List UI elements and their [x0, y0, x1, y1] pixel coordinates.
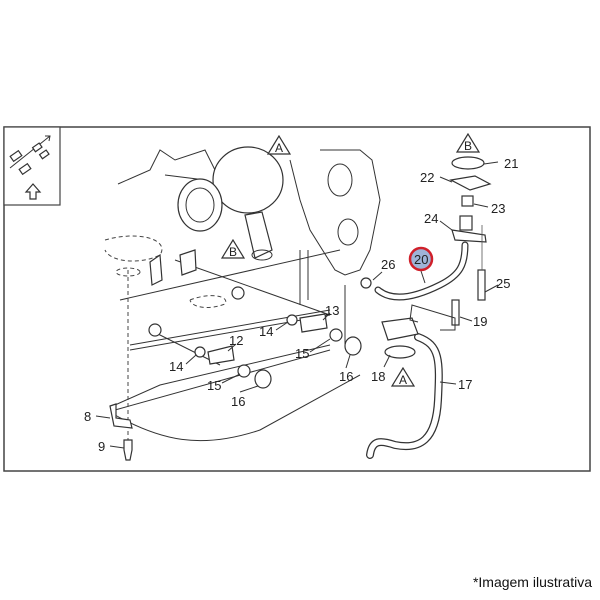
callout-18[interactable]: 18 — [371, 369, 385, 384]
svg-text:A: A — [275, 141, 283, 155]
callout-14[interactable]: 14 — [169, 359, 183, 374]
callout-13[interactable]: 13 — [325, 303, 339, 318]
orientation-inset — [3, 126, 61, 206]
callout-16[interactable]: 16 — [231, 394, 245, 409]
reference-marker-a: A — [266, 134, 292, 155]
reference-marker-b: B — [220, 238, 246, 259]
callout-9[interactable]: 9 — [98, 439, 105, 454]
callout-24[interactable]: 24 — [424, 211, 438, 226]
callout-22[interactable]: 22 — [420, 170, 434, 185]
callout-12[interactable]: 12 — [229, 333, 243, 348]
engine-orientation-icon — [9, 135, 51, 176]
svg-text:A: A — [399, 373, 407, 387]
oil-return-pipe — [360, 156, 492, 326]
svg-text:B: B — [464, 139, 472, 153]
oil-feed-pipe — [366, 304, 456, 459]
callout-21[interactable]: 21 — [504, 156, 518, 171]
leader-lines — [95, 161, 499, 449]
callout-16[interactable]: 16 — [339, 369, 353, 384]
callout-15[interactable]: 15 — [295, 346, 309, 361]
reference-marker-b: B — [455, 132, 481, 153]
svg-text:B: B — [229, 245, 237, 259]
callout-labels: 8 9 12 13 14 14 15 15 16 16 17 18 19 20 … — [84, 156, 518, 454]
callout-15[interactable]: 15 — [207, 378, 221, 393]
up-arrow-icon — [24, 183, 42, 200]
callout-25[interactable]: 25 — [496, 276, 510, 291]
illustrative-image-caption: *Imagem ilustrativa — [472, 574, 592, 590]
callout-23[interactable]: 23 — [491, 201, 505, 216]
callout-19[interactable]: 19 — [473, 314, 487, 329]
callout-8[interactable]: 8 — [84, 409, 91, 424]
reference-marker-a: A — [390, 366, 416, 387]
callout-26[interactable]: 26 — [381, 257, 395, 272]
diagram-frame — [3, 126, 591, 472]
callout-17[interactable]: 17 — [458, 377, 472, 392]
callout-20[interactable]: 20 — [414, 252, 428, 267]
callout-14[interactable]: 14 — [259, 324, 273, 339]
highlighted-part-marker[interactable] — [408, 246, 434, 272]
parts-left — [109, 313, 362, 461]
